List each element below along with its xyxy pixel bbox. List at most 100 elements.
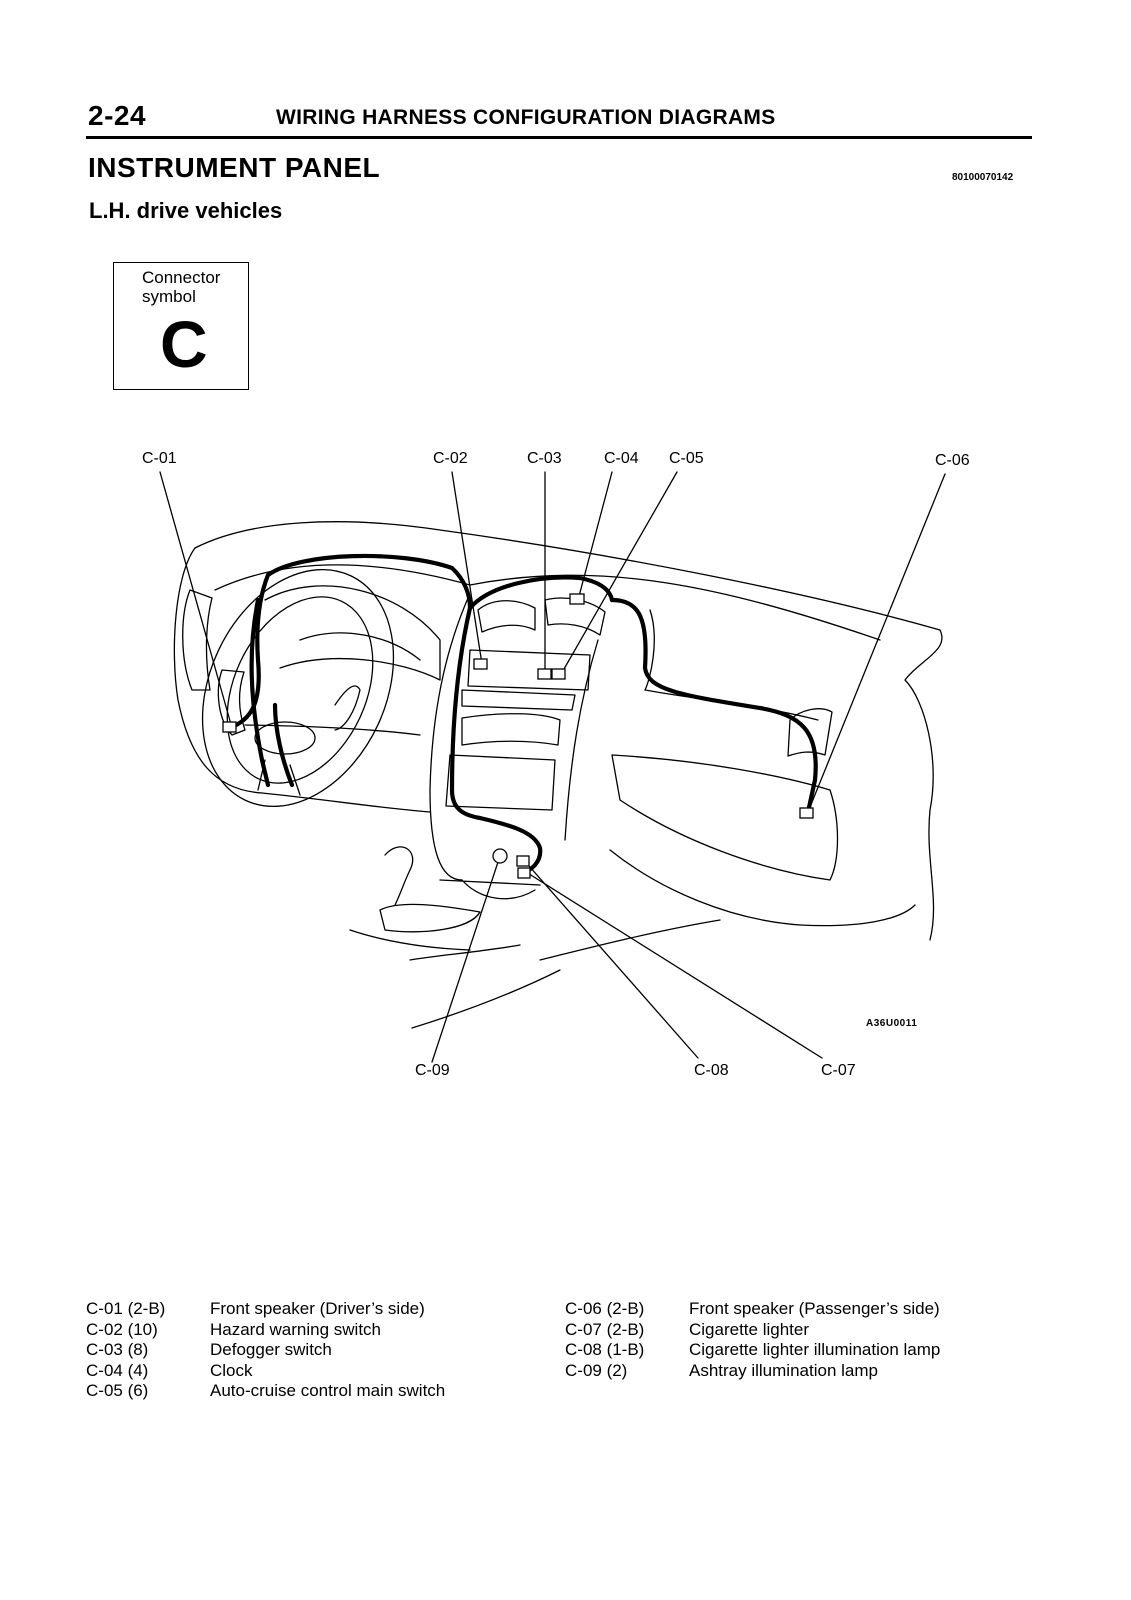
- dashboard-top-inner: [214, 564, 881, 641]
- callout-c07: C-07: [821, 1062, 856, 1079]
- connector-c04: [569, 593, 585, 605]
- left-vent: [182, 589, 213, 691]
- table-row: C-01 (2-B)Front speaker (Driver’s side): [86, 1299, 445, 1320]
- connector-description: Defogger switch: [210, 1340, 332, 1359]
- dashboard-lower-edge: [261, 792, 431, 813]
- callout-c06: C-06: [935, 452, 970, 469]
- callout-c01: C-01: [142, 450, 177, 467]
- connector-code: C-08 (1-B): [565, 1340, 645, 1359]
- page-subtitle: L.H. drive vehicles: [89, 198, 283, 223]
- legend-caption: Connector symbol: [142, 268, 242, 306]
- steering-spoke-right: [334, 685, 361, 731]
- dashboard-top-edge: [194, 521, 941, 631]
- page-title: INSTRUMENT PANEL: [88, 152, 381, 183]
- connector-c03b: [551, 668, 566, 680]
- leader-c07: [525, 871, 823, 1059]
- connector-code: C-02 (10): [86, 1319, 158, 1339]
- harness-left-trunk: [249, 597, 271, 788]
- leader-c02: [451, 471, 483, 665]
- glove-box: [611, 754, 839, 881]
- dashboard-left-end: [173, 547, 263, 794]
- table-row: C-05 (6) Auto-cruise control main switch: [86, 1381, 445, 1402]
- table-row: C-08 (1-B) Cigarette lighter illumination…: [565, 1340, 940, 1361]
- figure-code: A36U0011: [866, 1018, 918, 1029]
- table-row: C-04 (4)Clock: [86, 1361, 445, 1382]
- connector-c09: [492, 848, 508, 864]
- steering-hub: [254, 721, 316, 755]
- leader-c08: [521, 857, 699, 1059]
- steering-wheel-inner: [226, 596, 374, 784]
- floor-line: [349, 929, 521, 961]
- dash-right-curve: [609, 849, 916, 927]
- center-stack-left: [429, 597, 469, 881]
- floor-diagonal: [411, 969, 561, 1029]
- header-rule: [86, 136, 1032, 139]
- callout-c09: C-09: [415, 1062, 450, 1079]
- callout-c08: C-08: [694, 1062, 729, 1079]
- shift-boot: [379, 903, 481, 933]
- meter-cluster: [299, 632, 421, 661]
- legend-caption-line2: symbol: [142, 287, 196, 306]
- connector-c08: [516, 855, 530, 867]
- center-vent-left: [477, 600, 536, 633]
- connector-c02: [473, 658, 488, 670]
- connector-description: Cigarette lighter illumination lamp: [689, 1340, 941, 1359]
- table-row: C-02 (10) Hazard warning switch: [86, 1320, 445, 1341]
- lower-body-line: [539, 919, 721, 961]
- connector-code: C-05 (6): [86, 1381, 149, 1400]
- connector-c03: [537, 668, 552, 680]
- callout-c05: C-05: [669, 450, 704, 467]
- legend-letter: C: [160, 307, 208, 381]
- table-row: C-06 (2-B) Front speaker (Passenger’s sid…: [565, 1299, 940, 1320]
- shift-knob: [384, 846, 414, 906]
- connector-description: Front speaker (Driver’s side): [210, 1299, 425, 1318]
- connector-c01: [222, 721, 237, 733]
- connector-code: C-03 (8): [86, 1340, 149, 1359]
- connector-code: C-06 (2-B): [565, 1299, 645, 1318]
- audio-unit: [461, 713, 561, 746]
- harness-steering-loop: [227, 553, 473, 731]
- connector-description: Ashtray illumination lamp: [689, 1360, 878, 1380]
- connector-table-left: C-01 (2-B)Front speaker (Driver’s side) …: [86, 1299, 445, 1402]
- leader-c01: [159, 471, 233, 729]
- switch-panel: [467, 649, 591, 691]
- steering-wheel-outer: [201, 568, 395, 808]
- harness-left-trunk-2: [272, 702, 295, 788]
- page-number: 2-24: [88, 100, 147, 131]
- harness-center-drop: [449, 605, 543, 875]
- connector-description: Cigarette lighter: [689, 1319, 810, 1339]
- connector-description: Auto-cruise control main switch: [210, 1381, 446, 1400]
- table-row: C-03 (8) Defogger switch: [86, 1340, 445, 1361]
- connector-table-right: C-06 (2-B) Front speaker (Passenger’s sid…: [565, 1299, 940, 1381]
- console-lower: [445, 754, 556, 811]
- callout-c04: C-04: [604, 450, 639, 467]
- center-vent-right: [544, 597, 606, 636]
- table-row: C-09 (2) Ashtray illumination lamp: [565, 1361, 940, 1382]
- callout-c03: C-03: [527, 450, 562, 467]
- connector-symbol-legend: [113, 262, 249, 390]
- leader-c06: [807, 473, 946, 813]
- passenger-vent: [787, 708, 833, 757]
- leader-c05: [559, 471, 678, 677]
- connector-c06: [799, 807, 814, 819]
- harness-center-upper: [467, 575, 615, 611]
- connector-code: C-04 (4): [86, 1360, 149, 1380]
- connector-c07: [517, 867, 531, 879]
- console-base: [439, 879, 541, 900]
- dash-line-left: [244, 724, 421, 736]
- legend-caption-line1: Connector: [142, 268, 221, 287]
- meter-hood: [264, 585, 441, 681]
- left-side-vent: [217, 669, 246, 736]
- leader-c09: [431, 855, 501, 1063]
- table-row: C-07 (2-B) Cigarette lighter: [565, 1320, 940, 1341]
- harness-to-passenger: [609, 597, 818, 815]
- section-title: WIRING HARNESS CONFIGURATION DIAGRAMS: [276, 106, 776, 129]
- connector-description: Hazard warning switch: [210, 1319, 382, 1339]
- switch-panel-lower: [461, 689, 576, 711]
- connector-code: C-09 (2): [565, 1360, 628, 1380]
- dashboard-right-end: [904, 629, 943, 941]
- document-code: 80100070142: [952, 172, 1014, 183]
- connector-description: Front speaker (Passenger’s side): [689, 1299, 940, 1318]
- connector-code: C-07 (2-B): [565, 1319, 645, 1339]
